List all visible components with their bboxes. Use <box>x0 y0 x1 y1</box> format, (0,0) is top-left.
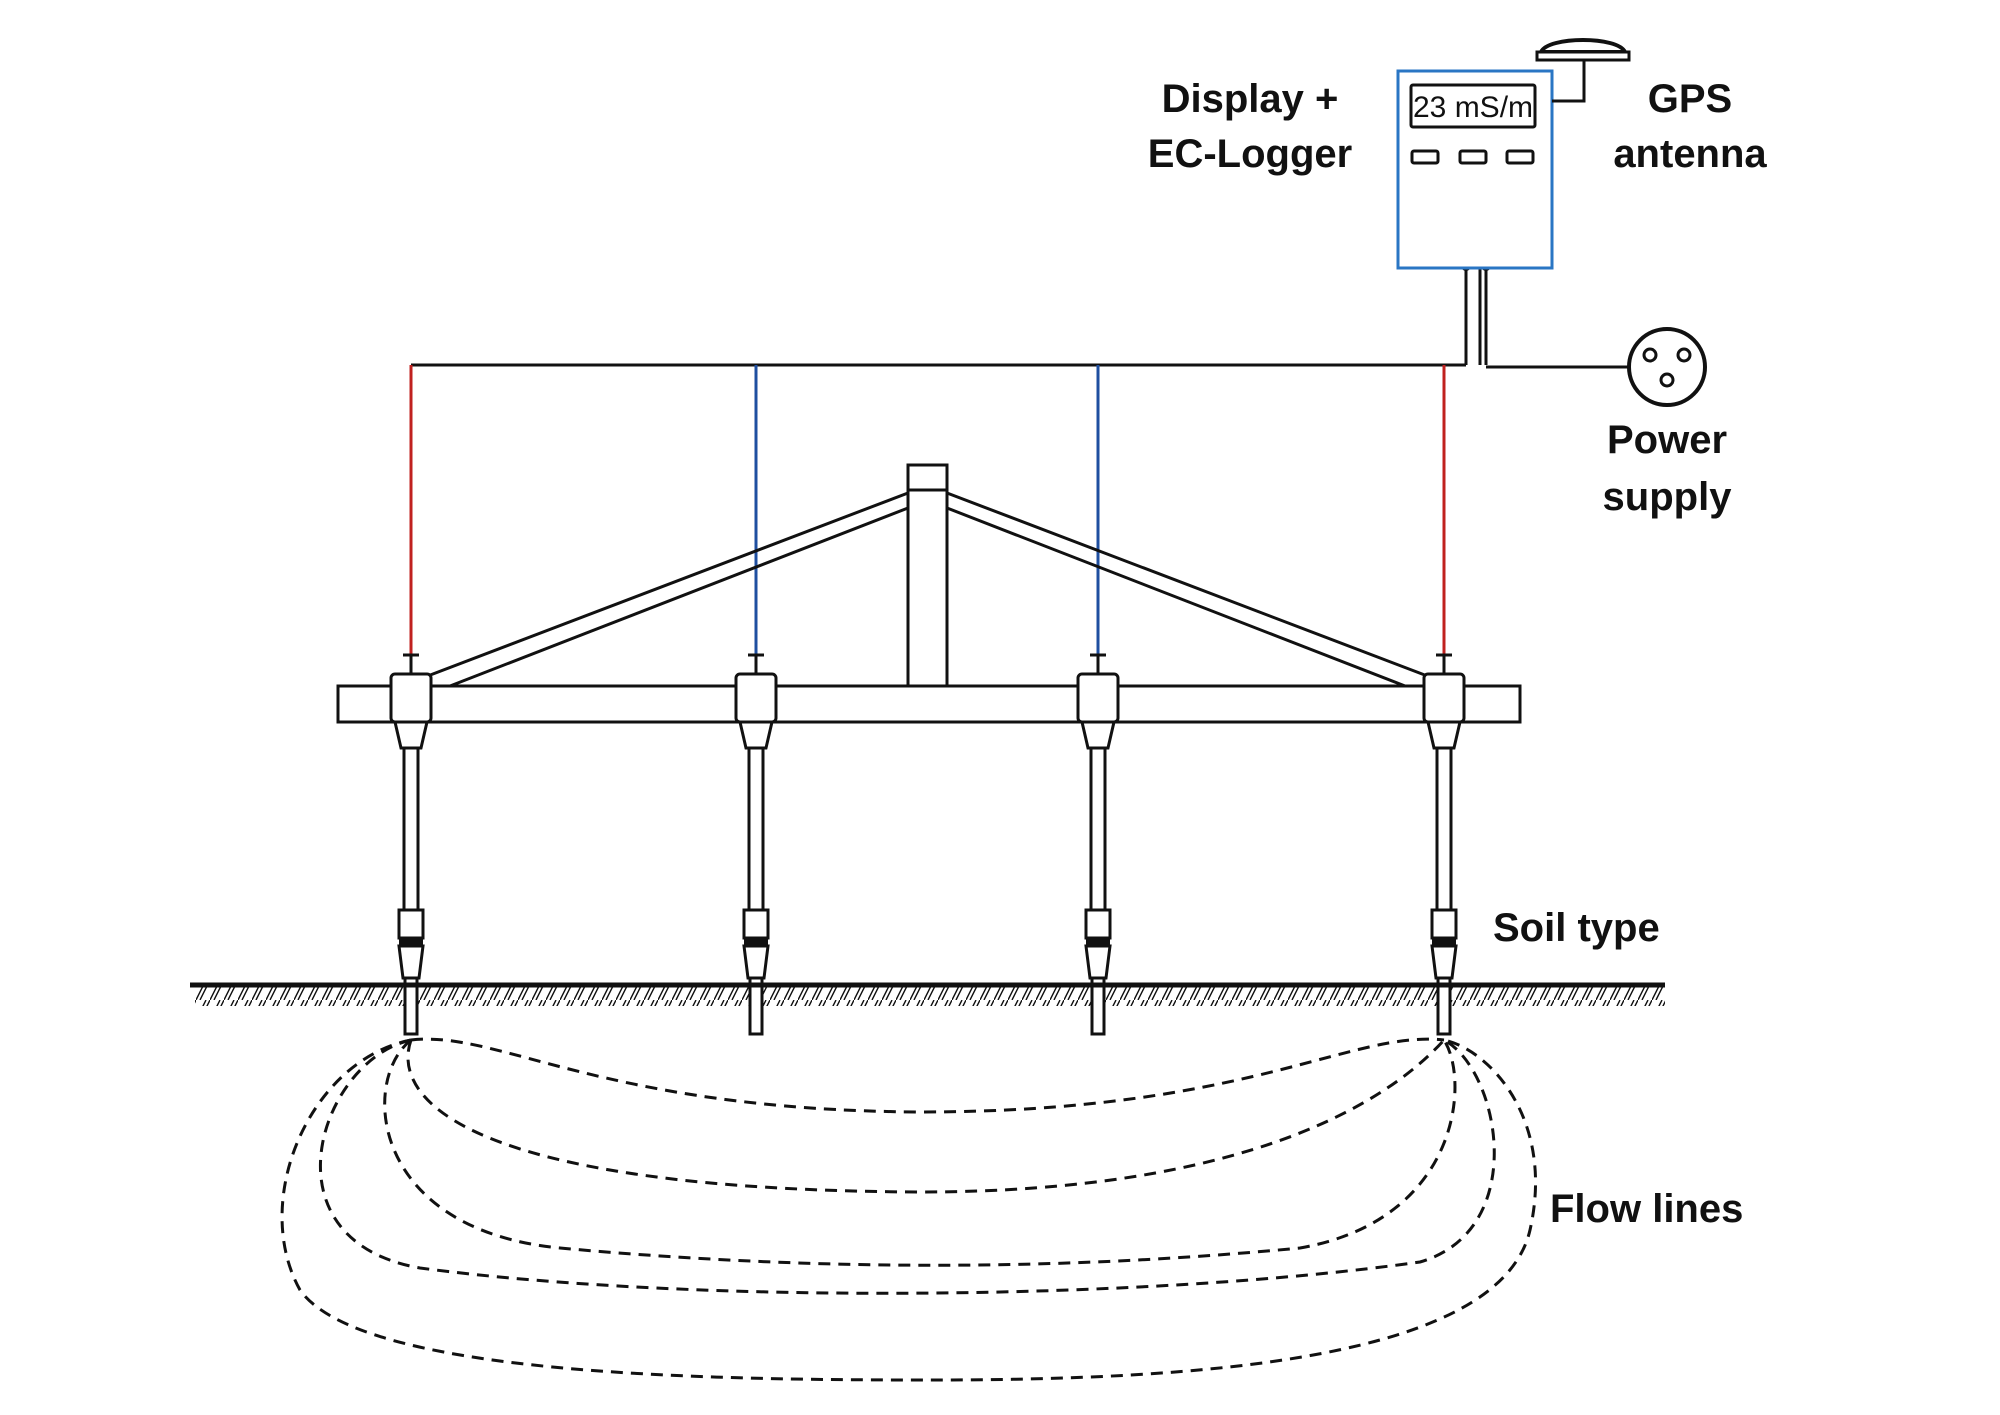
left-strut <box>424 491 909 695</box>
central-mast <box>906 463 949 689</box>
gps-label-line1: GPS <box>1648 77 1732 121</box>
tool-bar-beam <box>336 684 1522 724</box>
power-label-line2: supply <box>1603 475 1733 519</box>
electrode-1-tip <box>403 984 419 1036</box>
display-label-line2: EC-Logger <box>1148 132 1352 176</box>
electrode-3 <box>1076 653 1120 1036</box>
ec-display-screen <box>1409 83 1537 129</box>
electrode-2-tip <box>748 984 764 1036</box>
flow-lines-label: Flow lines <box>1550 1187 1743 1231</box>
electrode-4 <box>1422 653 1466 1036</box>
gps-label-line2: antenna <box>1613 132 1767 176</box>
power-label-line1: Power <box>1607 418 1727 462</box>
logger-button-2 <box>1458 149 1488 165</box>
electrode-3-tip <box>1090 984 1106 1036</box>
right-strut <box>946 491 1431 695</box>
logger-button-1 <box>1410 149 1440 165</box>
electrode-4-tip <box>1436 984 1452 1036</box>
electrode-2 <box>734 653 778 1036</box>
ec-display-reading: 23 mS/m <box>1413 91 1533 124</box>
soil-hatching <box>195 986 1665 1006</box>
soil-type-label: Soil type <box>1493 906 1660 950</box>
logger-button-3 <box>1505 149 1535 165</box>
gps-antenna-icon <box>1535 38 1631 103</box>
electrode-1 <box>389 653 433 1036</box>
display-label-line1: Display + <box>1162 77 1339 121</box>
flow-lines <box>280 1037 1537 1382</box>
power-socket-icon <box>1627 327 1707 407</box>
